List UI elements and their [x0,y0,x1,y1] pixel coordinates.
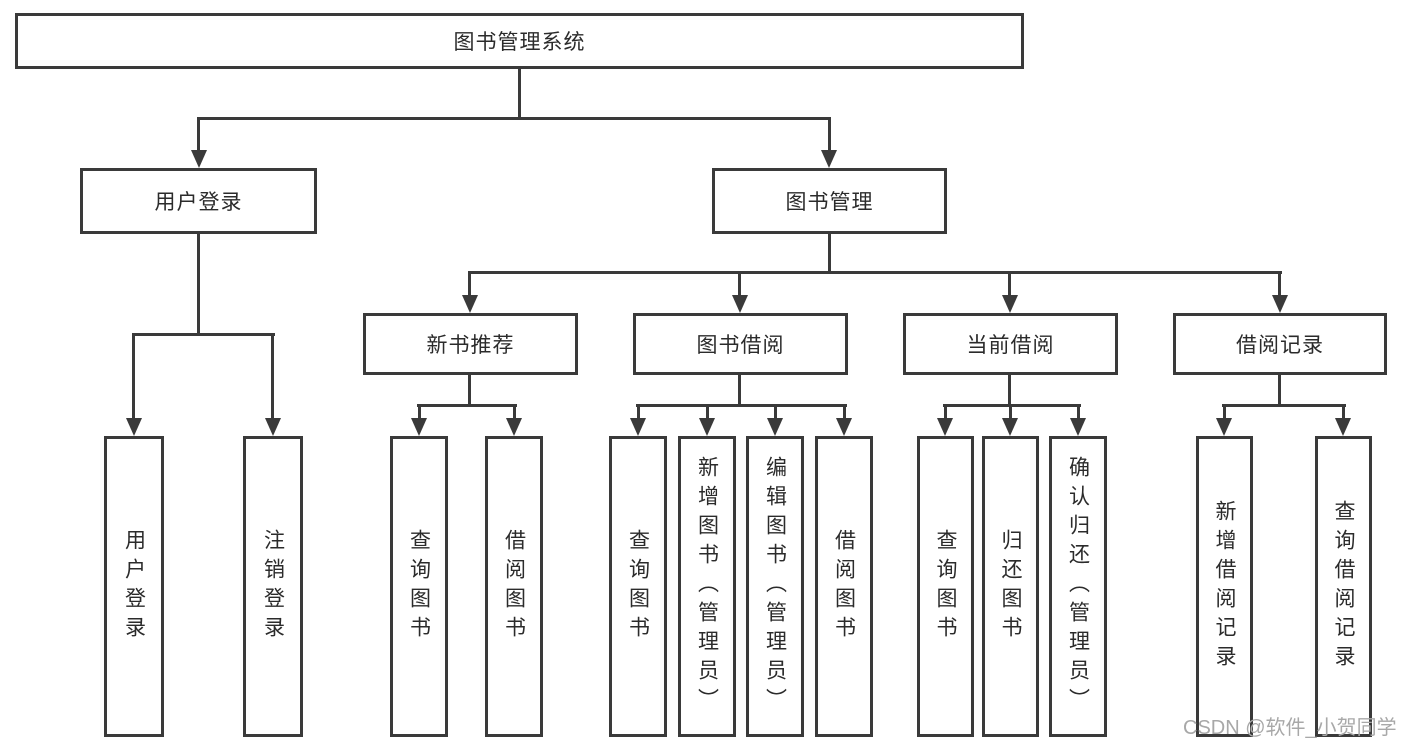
node-new-book-recommendation: 新书推荐 [363,313,578,375]
connector-borrow-record-trunk [1278,375,1281,406]
connector-borrow-record-branch [1222,404,1346,407]
arrowhead-down-icon [265,418,281,436]
connector-stem-book-management [828,117,831,150]
connector-level2-branch [197,117,831,120]
connector-stem-book-borrow [738,271,741,295]
arrowhead-down-icon [1335,418,1351,436]
arrowhead-down-icon [126,418,142,436]
arrowhead-down-icon [506,418,522,436]
leaf-label: 借阅图书 [502,528,526,645]
connector-stem-leaf [843,404,846,418]
node-label: 借阅记录 [1236,334,1324,357]
arrowhead-down-icon [1272,295,1288,313]
leaf-logout: 注销登录 [243,436,303,737]
node-borrowing-records: 借阅记录 [1173,313,1387,375]
leaf-borrow-books: 借阅图书 [485,436,543,737]
watermark: CSDN @软件_小贺同学 [1183,717,1397,739]
connector-stem-borrow-record [1278,271,1281,295]
connector-book-borrow-branch [636,404,847,407]
node-book-management: 图书管理 [712,168,947,234]
leaf-label: 查询图书 [934,528,957,645]
connector-stem-current-borrow [1008,271,1011,295]
node-label: 当前借阅 [966,334,1055,357]
arrowhead-down-icon [1002,295,1018,313]
connector-book-management-trunk [828,233,831,272]
arrowhead-down-icon [836,418,852,436]
connector-stem-leaf [637,404,640,418]
connector-stem-leaf [1342,404,1345,418]
arrowhead-down-icon [191,150,207,168]
connector-stem-leaf [706,404,709,418]
node-user-login: 用户登录 [80,168,317,234]
leaf-label: 确认归还（管理员） [1066,456,1090,717]
arrowhead-down-icon [1070,418,1086,436]
leaf-query-borrow-record: 查询借阅记录 [1315,436,1372,737]
connector-user-login-trunk [197,233,200,334]
leaf-label: 注销登录 [261,528,285,645]
connector-root-trunk [518,68,521,118]
connector-stem-leaf [1077,404,1080,418]
node-label: 新书推荐 [426,334,515,357]
arrowhead-down-icon [767,418,783,436]
leaf-label: 新增借阅记录 [1213,499,1236,674]
leaf-borrow-books: 借阅图书 [815,436,873,737]
leaf-edit-books-admin: 编辑图书（管理员） [746,436,804,737]
connector-stem-leaf [1223,404,1226,418]
leaf-label: 新增图书（管理员） [695,456,719,717]
leaf-label: 归还图书 [999,528,1022,645]
connector-user-login-branch [132,333,275,336]
connector-new-book-branch [417,404,517,407]
connector-current-borrow-branch [943,404,1081,407]
arrowhead-down-icon [937,418,953,436]
leaf-add-borrow-record: 新增借阅记录 [1196,436,1253,737]
arrowhead-down-icon [699,418,715,436]
arrowhead-down-icon [821,150,837,168]
leaf-label: 用户登录 [122,528,146,645]
leaf-label: 借阅图书 [832,528,856,645]
connector-stem-user-login [197,117,200,150]
connector-stem-leaf [1009,404,1012,418]
connector-current-borrow-trunk [1008,375,1011,406]
connector-level3-branch [468,271,1282,274]
leaf-query-books: 查询图书 [917,436,974,737]
node-label: 图书借阅 [696,334,785,357]
leaf-return-books: 归还图书 [982,436,1039,737]
node-book-borrowing: 图书借阅 [633,313,848,375]
node-label: 图书管理 [785,191,874,214]
arrowhead-down-icon [462,295,478,313]
node-library-system: 图书管理系统 [15,13,1024,69]
arrowhead-down-icon [1002,418,1018,436]
connector-stem-leaf-user-login [132,333,135,418]
leaf-add-books-admin: 新增图书（管理员） [678,436,736,737]
leaf-query-books: 查询图书 [390,436,448,737]
connector-book-borrow-trunk [738,375,741,406]
connector-new-book-trunk [468,375,471,406]
leaf-user-login: 用户登录 [104,436,164,737]
leaf-label: 查询图书 [407,528,431,645]
leaf-label: 编辑图书（管理员） [763,456,787,717]
connector-stem-new-book [468,271,471,295]
node-label: 用户登录 [154,191,243,214]
connector-stem-leaf-logout [271,333,274,418]
node-label: 图书管理系统 [453,31,586,54]
leaf-label: 查询图书 [626,528,650,645]
node-current-borrowing: 当前借阅 [903,313,1118,375]
connector-stem-leaf [513,404,516,418]
arrowhead-down-icon [411,418,427,436]
leaf-label: 查询借阅记录 [1332,499,1355,674]
arrowhead-down-icon [732,295,748,313]
connector-stem-leaf [774,404,777,418]
leaf-confirm-return-admin: 确认归还（管理员） [1049,436,1107,737]
arrowhead-down-icon [630,418,646,436]
connector-stem-leaf [418,404,421,418]
arrowhead-down-icon [1216,418,1232,436]
connector-stem-leaf [944,404,947,418]
leaf-query-books: 查询图书 [609,436,667,737]
